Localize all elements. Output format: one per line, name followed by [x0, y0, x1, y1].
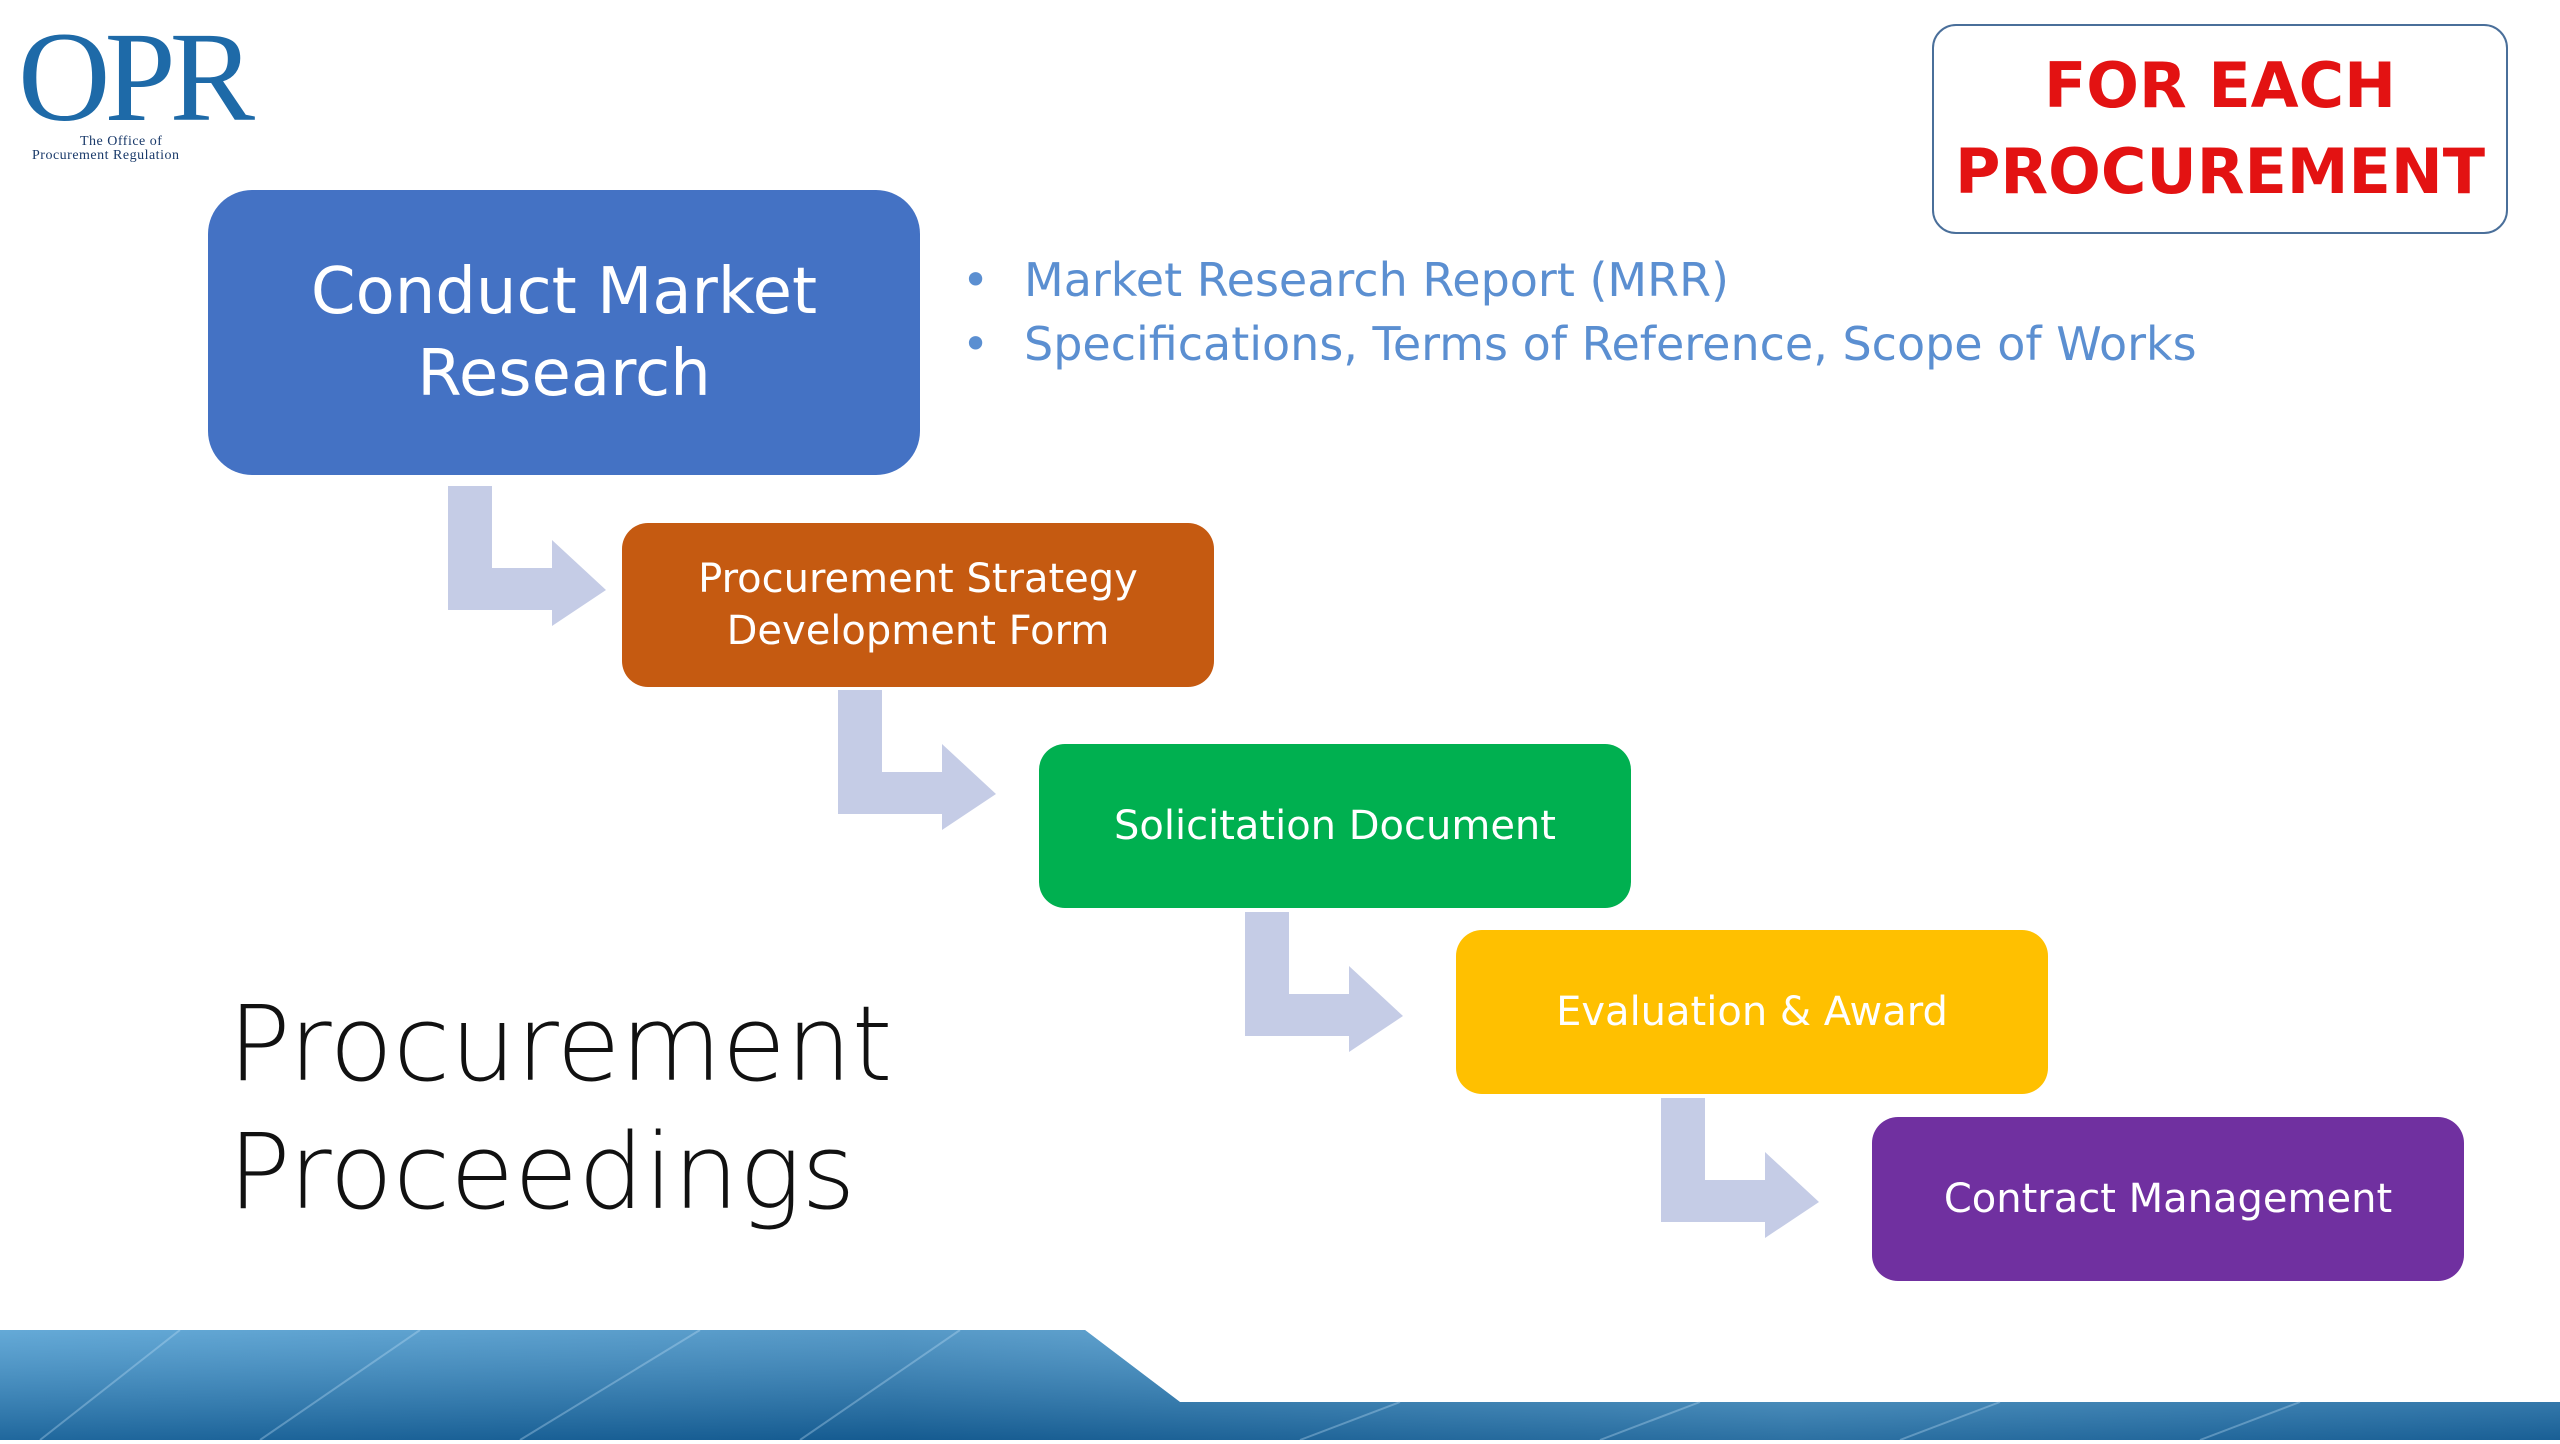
title-line2: Proceedings: [228, 1111, 856, 1233]
for-each-procurement-notice: FOR EACH PROCUREMENT: [1932, 24, 2508, 234]
step-label: Solicitation Document: [1114, 803, 1556, 849]
step-evaluation-award: Evaluation & Award: [1456, 930, 2048, 1094]
bent-arrow-icon: [1661, 1098, 1821, 1238]
footer-decorative-band: [0, 1329, 2560, 1441]
step-label-line1: Procurement Strategy: [698, 556, 1138, 602]
step-label-line1: Conduct Market: [310, 254, 818, 329]
logo-subtitle-line1: The Office of: [80, 134, 163, 149]
step-contract-management: Contract Management: [1872, 1117, 2464, 1281]
market-research-deliverables-list: • Market Research Report (MRR) • Specifica…: [962, 248, 2197, 376]
notice-line2: PROCUREMENT: [1954, 135, 2486, 208]
list-item: • Specifications, Terms of Reference, Sco…: [962, 312, 2197, 376]
step-conduct-market-research: Conduct Market Research: [208, 190, 920, 475]
page-title: Procurement Proceedings: [228, 980, 893, 1236]
bullet-dot-icon: •: [962, 317, 990, 371]
opr-logo: OPR The Office of Procurement Regulation: [18, 6, 258, 163]
logo-wordmark: OPR: [18, 6, 255, 148]
step-label-line2: Research: [417, 336, 711, 411]
step-label-line2: Development Form: [726, 608, 1110, 654]
bullet-text: Specifications, Terms of Reference, Scop…: [1024, 317, 2197, 371]
title-line1: Procurement: [228, 983, 893, 1105]
bent-arrow-icon: [838, 690, 998, 830]
list-item: • Market Research Report (MRR): [962, 248, 2197, 312]
logo-subtitle-line2: Procurement Regulation: [32, 148, 180, 163]
bullet-dot-icon: •: [962, 253, 990, 307]
bullet-text: Market Research Report (MRR): [1024, 253, 1729, 307]
bent-arrow-icon: [448, 486, 608, 626]
step-solicitation-document: Solicitation Document: [1039, 744, 1631, 908]
step-label: Evaluation & Award: [1556, 989, 1948, 1035]
bent-arrow-icon: [1245, 912, 1405, 1052]
notice-line1: FOR EACH: [2043, 49, 2397, 122]
step-label: Contract Management: [1943, 1176, 2393, 1222]
step-procurement-strategy: Procurement Strategy Development Form: [622, 523, 1214, 687]
